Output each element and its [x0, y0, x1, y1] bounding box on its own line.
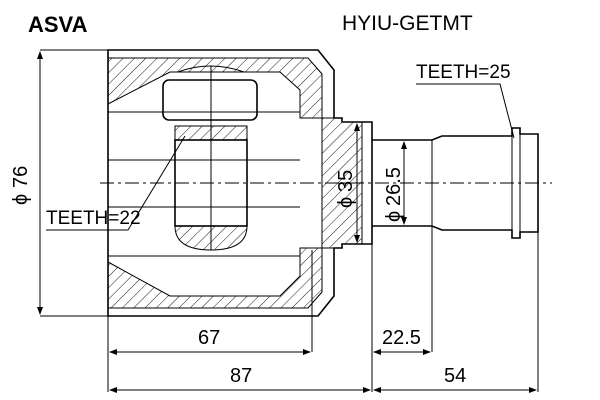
teeth-outer-leader [416, 83, 515, 139]
dim-26-5-label: 26.5 [383, 167, 405, 206]
part-code: HYIU-GETMT [342, 12, 473, 35]
teeth-inner-leader [46, 135, 186, 231]
stem-hatch [321, 117, 363, 249]
dim-26-5-diameter-symbol: ϕ [383, 211, 405, 222]
dim-67-label: 67 [198, 327, 220, 349]
dim-22-5-label: 22.5 [382, 327, 421, 349]
teeth-outer-label: TEETH=25 [416, 62, 511, 83]
housing-wall-upper [107, 57, 323, 119]
housing-wall-lower [107, 247, 323, 309]
dim-35-label: 35 [335, 170, 357, 192]
dim-76-diameter-symbol: ϕ [10, 194, 32, 205]
dim-54-label: 54 [444, 365, 466, 387]
outer-shaft [372, 127, 539, 239]
roller-upper [162, 79, 258, 121]
dim-87-label: 87 [230, 365, 252, 387]
dim-35-diameter-symbol: ϕ [335, 197, 357, 208]
brand-label: ASVA [28, 12, 88, 37]
teeth-inner-label: TEETH=22 [46, 208, 141, 229]
dim-76-label: 76 [10, 166, 32, 188]
